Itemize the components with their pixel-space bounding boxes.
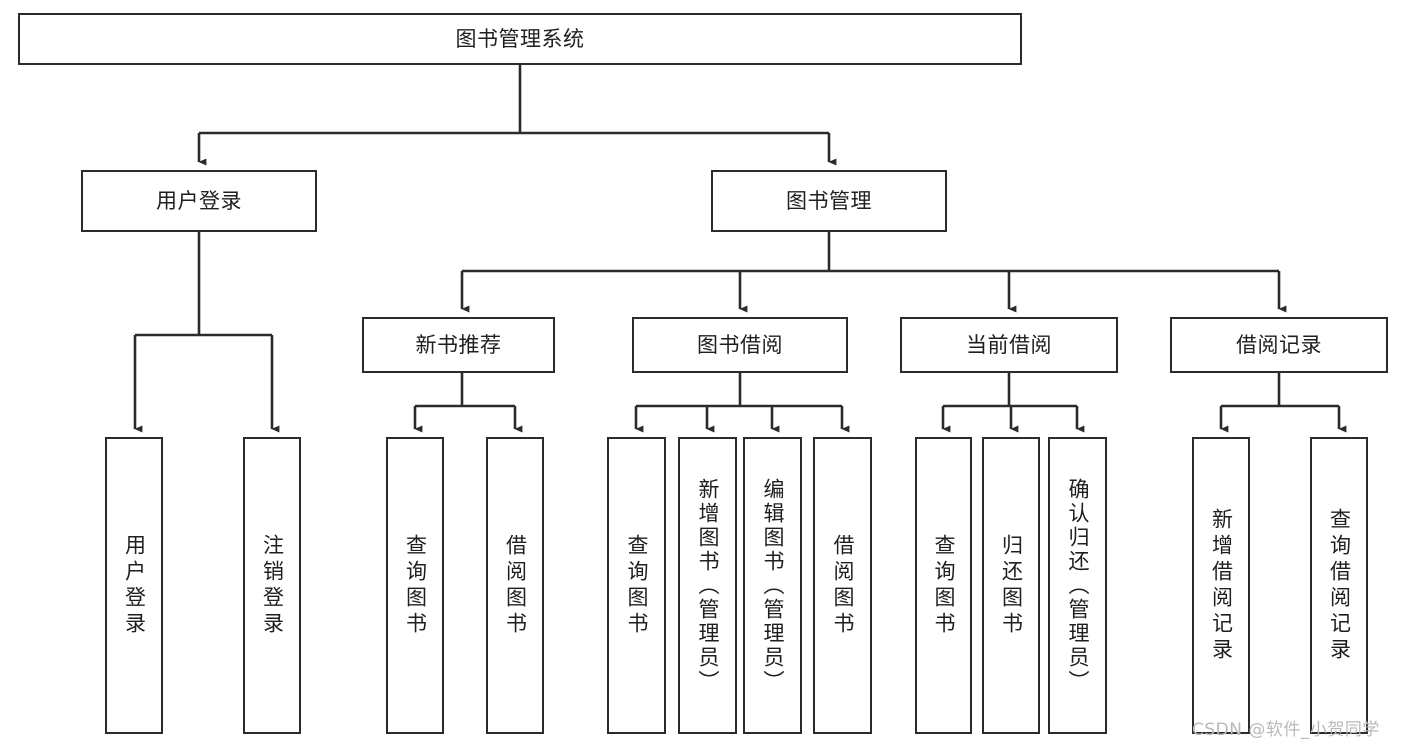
node-leaf-edit-book[interactable]: 编辑图书（管理员） <box>743 437 802 734</box>
node-leaf-query-record[interactable]: 查询借阅记录 <box>1310 437 1368 734</box>
node-book-management-label: 图书管理 <box>786 188 872 213</box>
node-leaf-add-record-label: 新增借阅记录 <box>1209 507 1234 664</box>
node-leaf-query-book-2-label: 查询图书 <box>625 533 649 638</box>
csdn-watermark: CSDN @软件_小贺同学 <box>1192 720 1380 740</box>
node-leaf-borrow-book-2[interactable]: 借阅图书 <box>813 437 872 734</box>
node-leaf-query-book-3[interactable]: 查询图书 <box>915 437 972 734</box>
node-book-management[interactable]: 图书管理 <box>711 170 947 232</box>
node-leaf-add-book[interactable]: 新增图书（管理员） <box>678 437 737 734</box>
node-borrow-record-label: 借阅记录 <box>1236 332 1322 357</box>
node-user-login[interactable]: 用户登录 <box>81 170 317 232</box>
node-leaf-user-login-label: 用户登录 <box>122 533 147 638</box>
node-new-book-recommend-label: 新书推荐 <box>415 332 502 357</box>
node-current-borrow-label: 当前借阅 <box>966 332 1052 357</box>
node-leaf-query-book-2[interactable]: 查询图书 <box>607 437 666 734</box>
node-root[interactable]: 图书管理系统 <box>18 13 1022 65</box>
node-current-borrow[interactable]: 当前借阅 <box>900 317 1118 373</box>
node-new-book-recommend[interactable]: 新书推荐 <box>362 317 555 373</box>
node-book-borrow[interactable]: 图书借阅 <box>632 317 848 373</box>
node-leaf-return-book-label: 归还图书 <box>999 533 1024 638</box>
node-leaf-query-record-label: 查询借阅记录 <box>1327 507 1352 664</box>
node-leaf-borrow-book-1[interactable]: 借阅图书 <box>486 437 544 734</box>
node-leaf-logout[interactable]: 注销登录 <box>243 437 301 734</box>
node-leaf-confirm-return-label: 确认归还（管理员） <box>1066 477 1090 694</box>
node-leaf-confirm-return[interactable]: 确认归还（管理员） <box>1048 437 1107 734</box>
node-borrow-record[interactable]: 借阅记录 <box>1170 317 1388 373</box>
node-leaf-query-book-1[interactable]: 查询图书 <box>386 437 444 734</box>
node-leaf-borrow-book-2-label: 借阅图书 <box>831 533 855 638</box>
node-leaf-add-book-label: 新增图书（管理员） <box>696 477 720 694</box>
node-leaf-borrow-book-1-label: 借阅图书 <box>503 533 528 638</box>
node-book-borrow-label: 图书借阅 <box>697 332 783 357</box>
node-root-label: 图书管理系统 <box>455 26 585 51</box>
node-leaf-user-login[interactable]: 用户登录 <box>105 437 163 734</box>
node-leaf-query-book-1-label: 查询图书 <box>403 533 428 638</box>
node-leaf-logout-label: 注销登录 <box>260 533 285 638</box>
node-user-login-label: 用户登录 <box>156 188 242 213</box>
node-leaf-query-book-3-label: 查询图书 <box>932 533 956 638</box>
node-leaf-edit-book-label: 编辑图书（管理员） <box>761 477 785 694</box>
node-leaf-return-book[interactable]: 归还图书 <box>982 437 1040 734</box>
node-leaf-add-record[interactable]: 新增借阅记录 <box>1192 437 1250 734</box>
